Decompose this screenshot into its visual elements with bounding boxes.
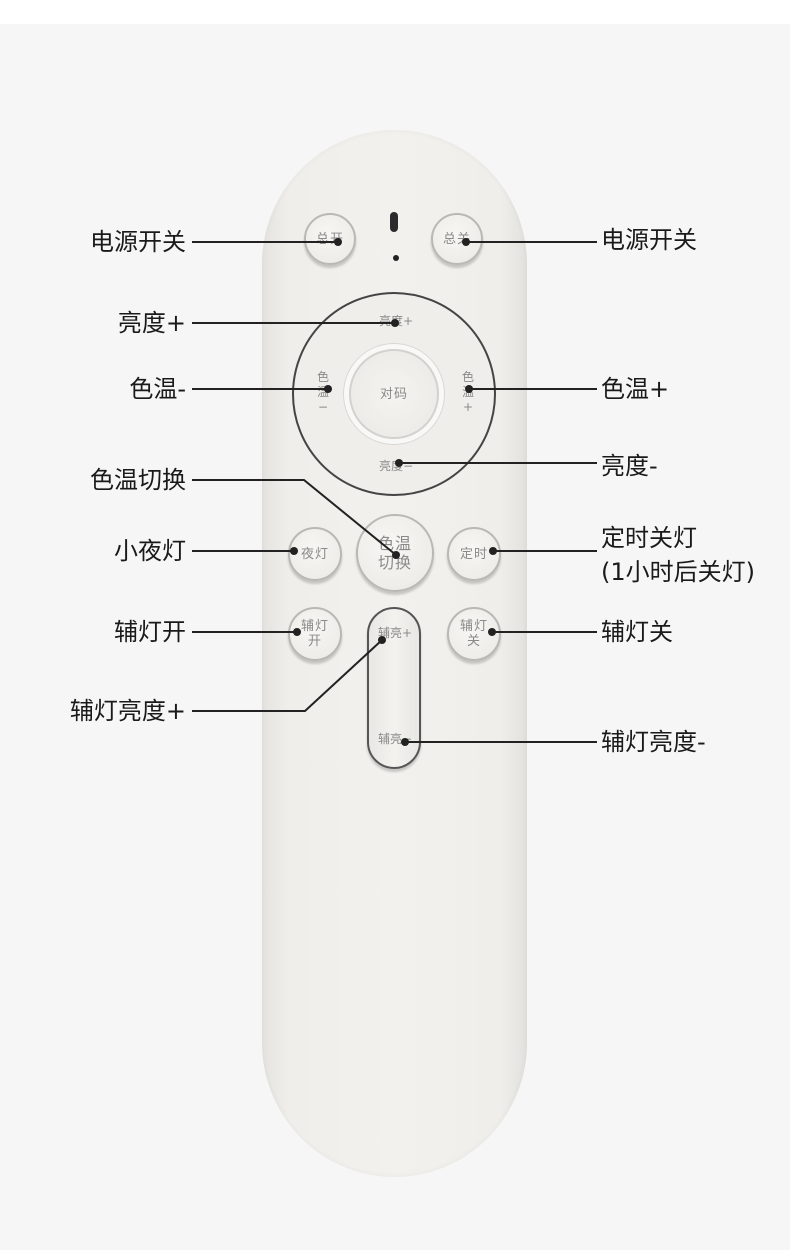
callout-power-left: 电源开关 xyxy=(90,228,186,256)
callout-aux-off: 辅灯关 xyxy=(601,618,673,646)
callout-color-temp-up: 色温+ xyxy=(601,375,670,403)
callout-color-temp-switch: 色温切换 xyxy=(90,466,186,494)
dot-night-light xyxy=(290,547,298,555)
dot-brightness-down xyxy=(395,459,403,467)
color-temp-down-sign: − xyxy=(317,400,329,414)
dot-color-temp-down xyxy=(324,385,332,393)
aux-on-line-2: 开 xyxy=(307,634,322,649)
callout-brightness-up: 亮度+ xyxy=(117,309,186,337)
color-temp-up-sign: + xyxy=(462,400,474,414)
ir-window xyxy=(390,212,398,232)
dot-aux-brightness-down xyxy=(401,738,409,746)
aux-off-line-1: 辅灯 xyxy=(459,619,488,634)
night-light-button: 夜灯 xyxy=(288,527,342,581)
aux-on-line-1: 辅灯 xyxy=(300,619,329,634)
line-color-temp-switch xyxy=(192,479,397,556)
aux-brightness-up-label: 辅亮+ xyxy=(377,626,413,640)
dot-aux-off xyxy=(488,628,496,636)
callout-color-temp-down: 色温- xyxy=(129,375,186,403)
color-temp-switch-button: 色温 切换 xyxy=(356,514,434,592)
pair-button: 对码 xyxy=(349,349,439,439)
aux-off-button: 辅灯 关 xyxy=(447,607,501,661)
callout-night-light: 小夜灯 xyxy=(114,537,186,565)
timer-button: 定时 xyxy=(447,527,501,581)
power-off-button: 总关 xyxy=(431,213,483,265)
dot-color-temp-switch xyxy=(392,551,400,559)
callout-aux-brightness-down: 辅灯亮度- xyxy=(601,728,706,756)
dot-aux-on xyxy=(293,628,301,636)
line-aux-brightness-up xyxy=(192,639,383,712)
dot-timer xyxy=(489,547,497,555)
callout-aux-brightness-up: 辅灯亮度+ xyxy=(69,697,186,725)
callout-power-right: 电源开关 xyxy=(601,226,697,254)
callout-timer-note: (1小时后关灯) xyxy=(601,558,755,586)
dot-color-temp-up xyxy=(465,385,473,393)
color-temp-down-char-1: 色 xyxy=(316,370,329,384)
dot-power-on xyxy=(334,238,342,246)
night-light-label: 夜灯 xyxy=(300,546,329,562)
aux-on-label: 辅灯 开 xyxy=(301,619,329,649)
dot-aux-brightness-up xyxy=(378,636,386,644)
timer-label: 定时 xyxy=(459,546,488,562)
callout-timer-off: 定时关灯 xyxy=(601,524,697,552)
indicator-dot xyxy=(393,255,399,261)
pair-label: 对码 xyxy=(379,386,408,402)
aux-off-line-2: 关 xyxy=(466,634,481,649)
dot-power-off xyxy=(462,238,470,246)
dot-brightness-up xyxy=(391,319,399,327)
color-temp-switch-line-2: 切换 xyxy=(377,553,412,572)
aux-off-label: 辅灯 关 xyxy=(460,619,488,649)
color-temp-up-char-1: 色 xyxy=(461,370,474,384)
callout-brightness-down: 亮度- xyxy=(601,452,658,480)
callout-aux-on: 辅灯开 xyxy=(114,618,186,646)
